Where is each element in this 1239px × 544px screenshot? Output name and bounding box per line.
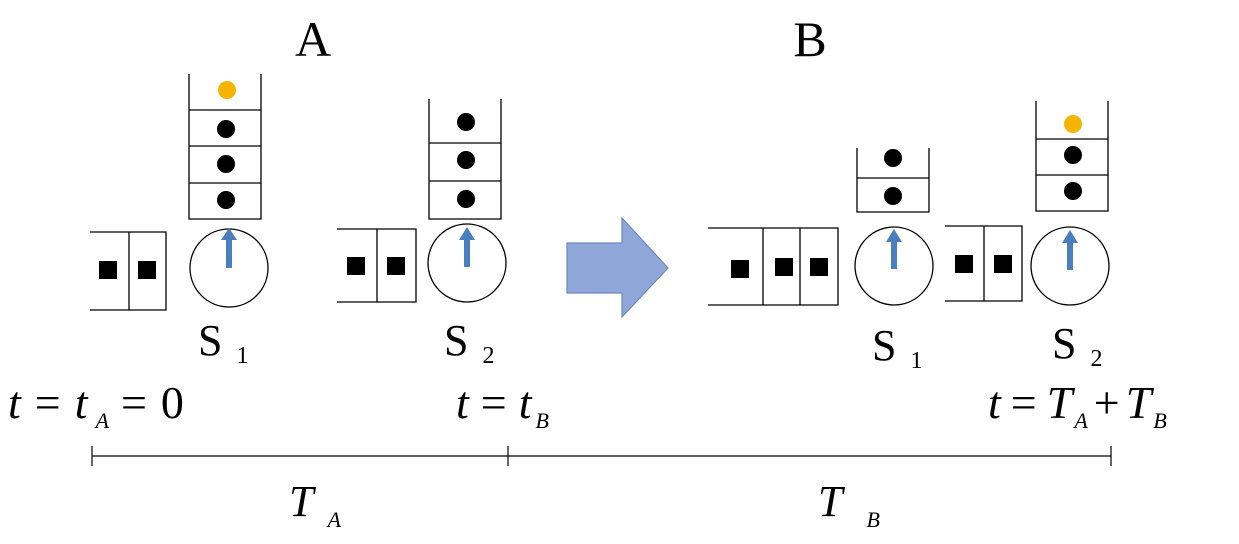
- queued-job: [884, 187, 902, 205]
- panel-b-s1-buffer: [708, 227, 839, 306]
- panel-a-s1-buffer: [90, 231, 167, 311]
- queued-job: [457, 151, 475, 169]
- queued-job: [457, 190, 475, 208]
- buffered-job: [347, 257, 365, 275]
- buffered-job: [731, 260, 749, 278]
- buffered-job: [387, 257, 405, 275]
- buffered-job: [775, 258, 793, 276]
- panel-b-s2-server: [1030, 226, 1110, 306]
- highlighted-job: [218, 81, 236, 99]
- queued-job: [217, 191, 235, 209]
- queued-job: [217, 120, 235, 138]
- transition-arrow-icon: [566, 216, 669, 319]
- buffered-job: [994, 255, 1012, 273]
- queued-job: [1064, 182, 1082, 200]
- server-hand-icon: [459, 227, 475, 240]
- queued-job: [884, 149, 902, 167]
- panel-b-s2-queue: [1035, 101, 1109, 212]
- buffered-job: [955, 255, 973, 273]
- panel-b-s1-server: [854, 226, 934, 306]
- panel-a-s1-queue: [188, 74, 262, 220]
- panel-title-a: A: [295, 11, 331, 67]
- time-label-end: t=TA+TB: [988, 377, 1167, 433]
- panel-a-s2-buffer: [337, 228, 417, 303]
- timeline: [91, 446, 1112, 466]
- highlighted-job: [1064, 115, 1082, 133]
- panel-a-s2-server: [427, 223, 507, 303]
- panel-b-s1-queue: [856, 148, 930, 213]
- queued-job: [1064, 146, 1082, 164]
- server-hand-icon: [221, 228, 237, 240]
- panel-title-b: B: [793, 11, 826, 67]
- buffered-job: [99, 261, 117, 279]
- queued-job: [457, 113, 475, 131]
- server-hand-icon: [1062, 230, 1078, 243]
- panel-b-s2-buffer: [945, 225, 1023, 302]
- buffered-job: [810, 258, 828, 276]
- server-hand-icon: [886, 229, 902, 242]
- panel-a-s2-queue: [428, 99, 502, 220]
- queued-job: [217, 155, 235, 173]
- buffered-job: [138, 261, 156, 279]
- panel-a-s1-server: [189, 228, 269, 308]
